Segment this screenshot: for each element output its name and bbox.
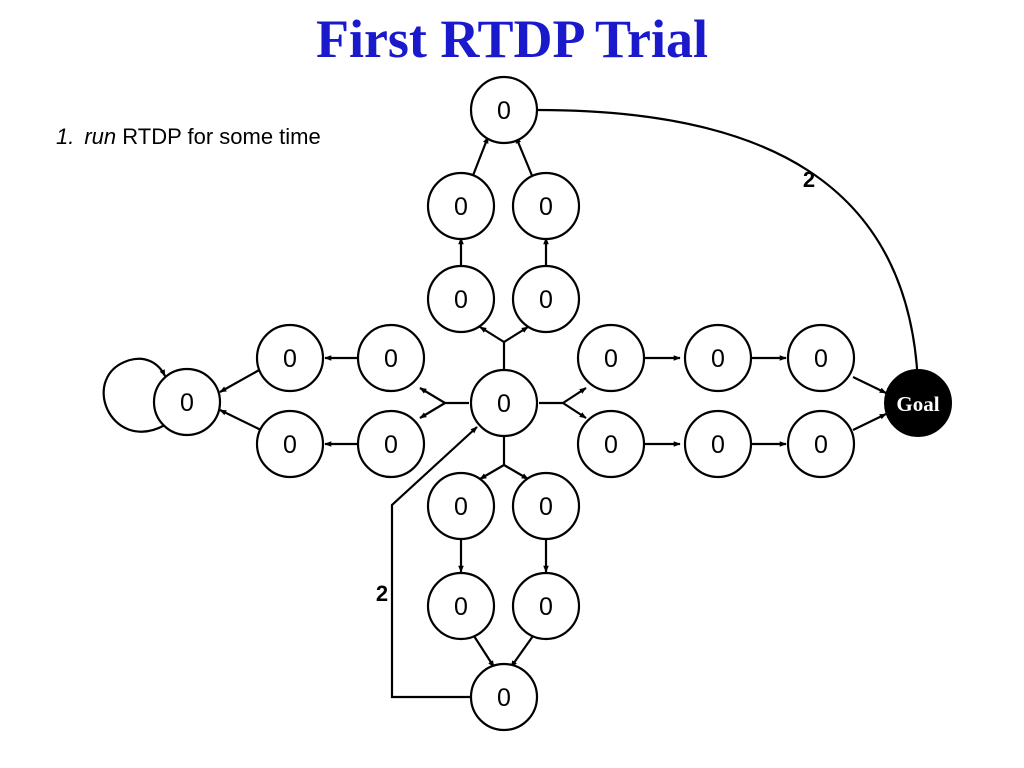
edge-label-bottom-center: 2 (376, 581, 388, 606)
svg-text:0: 0 (497, 97, 511, 125)
state-node-right-bottom-1: 0 (576, 409, 646, 479)
edge-top-goal (537, 108, 921, 386)
svg-text:0: 0 (604, 345, 618, 373)
svg-text:0: 0 (539, 593, 553, 621)
edge-center-down-left (479, 464, 505, 480)
edge-center-right-down (562, 402, 587, 419)
state-node-top: 0 (469, 75, 539, 145)
edge-center-left-up (419, 387, 446, 404)
svg-text:0: 0 (283, 345, 297, 373)
svg-text:0: 0 (180, 389, 194, 417)
svg-text:0: 0 (539, 286, 553, 314)
goal-node: Goal (884, 369, 952, 437)
step-verb: run (84, 124, 117, 149)
svg-text:0: 0 (604, 431, 618, 459)
edge-bottom-center (390, 426, 478, 699)
edge-center-up-left (479, 326, 505, 343)
svg-text:Goal: Goal (896, 392, 939, 416)
edge-dr2-bottom (510, 635, 534, 668)
edge-upr1-top (514, 136, 535, 179)
state-node-up-left-1: 0 (426, 171, 496, 241)
state-node-left-bottom-2: 0 (255, 409, 325, 479)
step-1: 1. run RTDP for some time (56, 124, 321, 150)
state-node-down-left-1: 0 (426, 471, 496, 541)
state-node-left-top-2: 0 (255, 323, 325, 393)
svg-text:0: 0 (497, 684, 511, 712)
svg-text:0: 0 (814, 345, 828, 373)
svg-text:0: 0 (384, 345, 398, 373)
step-number: 1. (56, 124, 75, 149)
svg-text:0: 0 (814, 431, 828, 459)
edges (102, 108, 921, 699)
state-node-left-top-1: 0 (356, 323, 426, 393)
state-node-right-bottom-2: 0 (683, 409, 753, 479)
svg-text:0: 0 (283, 431, 297, 459)
edge-dl2-bottom (473, 635, 495, 668)
state-node-down-left-2: 0 (426, 571, 496, 641)
state-node-center: 0 (469, 368, 539, 438)
edge-rb3-goal (852, 413, 887, 431)
svg-text:0: 0 (497, 390, 511, 418)
state-node-bottom: 0 (469, 662, 539, 732)
svg-text:0: 0 (539, 193, 553, 221)
state-node-right-top-3: 0 (786, 323, 856, 393)
step-text: RTDP for some time (122, 124, 321, 149)
state-node-right-top-2: 0 (683, 323, 753, 393)
edge-lb2-end (219, 409, 262, 431)
edge-center-left-down (419, 402, 446, 419)
svg-text:0: 0 (454, 286, 468, 314)
slide-title: First RTDP Trial (315, 9, 709, 69)
svg-text:0: 0 (711, 431, 725, 459)
svg-text:0: 0 (384, 431, 398, 459)
edge-lt2-end (219, 368, 262, 393)
state-node-up-right-2: 0 (511, 264, 581, 334)
edge-rt3-goal (852, 376, 887, 394)
edge-center-down-right (503, 464, 529, 480)
edge-label-top-goal: 2 (803, 167, 815, 192)
state-node-left-bottom-1: 0 (356, 409, 426, 479)
state-node-right-bottom-3: 0 (786, 409, 856, 479)
state-node-down-right-1: 0 (511, 471, 581, 541)
svg-text:0: 0 (711, 345, 725, 373)
edge-center-right-up (562, 387, 587, 404)
edge-center-up-right (503, 326, 529, 343)
state-node-up-right-1: 0 (511, 171, 581, 241)
svg-text:0: 0 (539, 493, 553, 521)
state-node-up-left-2: 0 (426, 264, 496, 334)
state-node-left-end: 0 (152, 367, 222, 437)
svg-text:0: 0 (454, 193, 468, 221)
state-node-right-top-1: 0 (576, 323, 646, 393)
state-node-down-right-2: 0 (511, 571, 581, 641)
edge-upl1-top (470, 136, 490, 179)
svg-text:0: 0 (454, 593, 468, 621)
edge-self-loop (102, 357, 166, 433)
svg-text:0: 0 (454, 493, 468, 521)
